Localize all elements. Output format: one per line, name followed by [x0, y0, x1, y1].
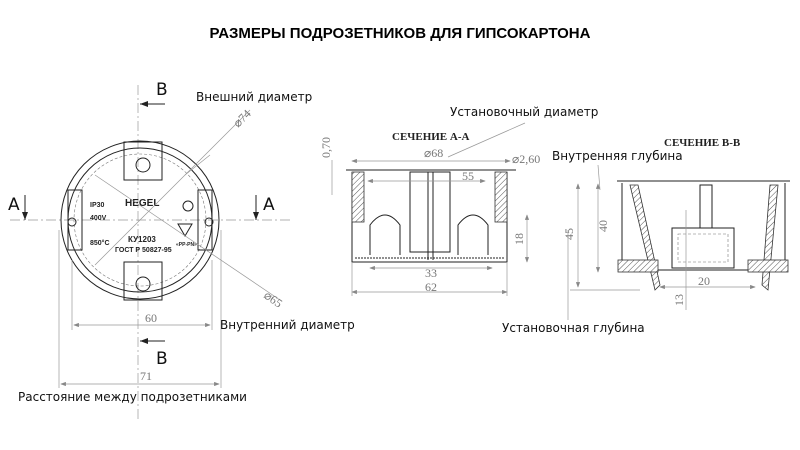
install-diameter-leader — [447, 122, 526, 158]
diameter-leader-65 — [94, 174, 281, 301]
dim-0-70: 0,70 — [319, 137, 333, 158]
label-spacing: Расстояние между подрозетниками — [18, 390, 247, 404]
brand-mark: HEGEL — [125, 198, 159, 209]
outer-diameter-leader — [184, 154, 211, 176]
arrow-icon — [22, 212, 28, 220]
arrow-icon — [140, 101, 148, 107]
bottom-clamp — [123, 261, 163, 301]
right-clamp — [457, 214, 489, 255]
dim-13: 13 — [672, 294, 686, 306]
ip-mark: IP30 — [90, 202, 105, 209]
cert-icon — [182, 200, 194, 212]
dim-60: 60 — [145, 311, 157, 325]
arrow-icon — [140, 338, 148, 344]
diameter-leader-74 — [94, 109, 251, 266]
standard-mark: ГОСТ Р 50827-95 — [115, 247, 172, 254]
left-foot — [617, 259, 659, 273]
dim-45: 45 — [562, 228, 576, 240]
right-foot — [747, 259, 789, 273]
center-block-inner — [677, 233, 729, 263]
section-mark-b-bottom: B — [156, 349, 168, 369]
dim-71: 71 — [140, 369, 152, 383]
dim-2-60: ⌀2,60 — [512, 152, 540, 166]
screw-housing — [409, 171, 451, 253]
section-bb: СЕЧЕНИЕ В-В Внутренняя глубина Установоч… — [502, 137, 790, 335]
dim-inner-65: ⌀65 — [261, 288, 285, 311]
dim-55: 55 — [462, 169, 474, 183]
model-mark: КУ1203 — [128, 235, 156, 244]
section-mark-a-left: A — [8, 195, 20, 215]
box-outline — [621, 183, 786, 271]
dim-20: 20 — [698, 274, 710, 288]
right-wall — [494, 171, 508, 223]
label-install-depth: Установочная глубина — [502, 321, 645, 335]
dim-68: ⌀68 — [424, 146, 443, 160]
section-aa: СЕЧЕНИЕ А-А Установочный диаметр ⌀68 ⌀2,… — [319, 105, 598, 296]
label-install-diameter: Установочный диаметр — [450, 105, 598, 119]
box-outline — [351, 172, 508, 263]
label-outer-diameter: Внешний диаметр — [196, 90, 312, 104]
right-mount — [197, 189, 213, 251]
material-mark: «PP-PN» — [176, 242, 197, 248]
left-hole — [67, 217, 77, 227]
top-clamp — [123, 141, 163, 181]
recycle-icon — [177, 223, 193, 237]
temp-mark: 850°C — [90, 239, 110, 247]
center-post — [699, 184, 713, 229]
inner-depth-leader — [597, 164, 601, 191]
top-view: HEGEL IP30 400V 850°C КУ1203 ГОСТ Р 5082… — [8, 80, 355, 420]
page-title: РАЗМЕРЫ ПОДРОЗЕТНИКОВ ДЛЯ ГИПСОКАРТОНА — [210, 25, 591, 42]
dim-18: 18 — [512, 233, 526, 245]
section-bb-title: СЕЧЕНИЕ В-В — [664, 137, 741, 149]
dim-40: 40 — [596, 220, 610, 232]
label-inner-diameter: Внутренний диаметр — [220, 318, 355, 332]
outer-rim — [60, 140, 220, 300]
section-mark-a-right: A — [263, 195, 275, 215]
dim-33: 33 — [425, 266, 437, 280]
arrow-icon — [253, 212, 259, 220]
inner-wall — [73, 153, 207, 287]
section-aa-title: СЕЧЕНИЕ А-А — [392, 131, 469, 143]
bottom-screw — [135, 276, 151, 292]
left-wall — [351, 171, 365, 223]
label-inner-depth: Внутренняя глубина — [552, 149, 683, 163]
left-claw — [629, 184, 661, 291]
voltage-mark: 400V — [90, 215, 107, 222]
section-mark-b-top: B — [156, 80, 168, 100]
dim-62: 62 — [425, 280, 437, 294]
right-claw — [761, 184, 779, 291]
top-screw — [135, 157, 151, 173]
left-clamp — [369, 214, 401, 255]
right-hole — [204, 217, 214, 227]
